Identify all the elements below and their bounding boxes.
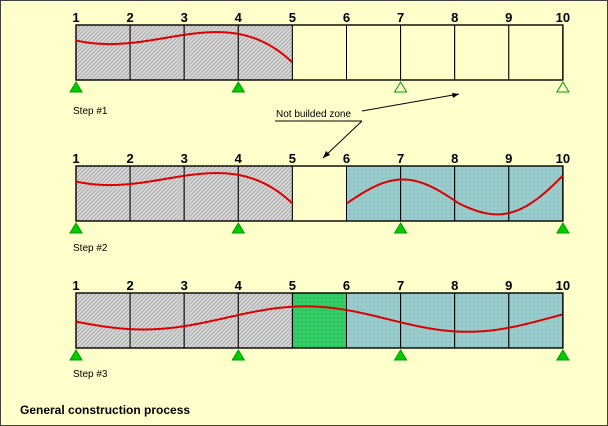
- beam-outline: [75, 292, 564, 349]
- segment-8-none: [454, 24, 510, 81]
- annotation-label: Not builded zone: [276, 109, 351, 120]
- segment-1-existing: [75, 165, 131, 222]
- node-label-7: 7: [397, 151, 404, 166]
- node-label-5: 5: [289, 278, 296, 293]
- node-label-5: 5: [289, 10, 296, 25]
- support-triangle-node-10: [556, 222, 570, 234]
- support-triangle-node-4: [231, 222, 246, 234]
- node-label-10: 10: [556, 10, 570, 25]
- node-label-7: 7: [397, 278, 404, 293]
- segment-7-none: [400, 24, 456, 81]
- support-triangle-node-1: [69, 222, 83, 234]
- support-triangle-node-1: [69, 349, 83, 361]
- segment-4-existing: [237, 292, 293, 349]
- annotation-arrow-2: [322, 120, 363, 159]
- support-triangle-node-1: [69, 81, 83, 93]
- step-label: Step #1: [73, 106, 108, 117]
- node-label-1: 1: [72, 278, 79, 293]
- node-label-1: 1: [72, 151, 79, 166]
- support-triangle-node-7: [393, 349, 408, 361]
- node-label-5: 5: [289, 151, 296, 166]
- node-label-9: 9: [505, 151, 512, 166]
- segment-6-new: [346, 165, 402, 222]
- segment-7-new: [400, 292, 456, 349]
- node-label-7: 7: [397, 10, 404, 25]
- segment-1-existing: [75, 24, 131, 81]
- segment-4-existing: [237, 24, 293, 81]
- segment-5-closure: [291, 292, 347, 349]
- node-label-4: 4: [235, 278, 243, 293]
- support-triangle-node-10: [556, 81, 570, 93]
- support-triangle-node-4: [231, 81, 246, 93]
- node-label-1: 1: [72, 10, 79, 25]
- node-label-8: 8: [451, 278, 458, 293]
- beam-outline: [75, 165, 564, 222]
- node-label-2: 2: [126, 151, 133, 166]
- node-label-2: 2: [126, 278, 133, 293]
- segment-1-existing: [75, 292, 131, 349]
- segment-9-new: [508, 165, 564, 222]
- node-label-4: 4: [235, 10, 243, 25]
- deflection-curve-left: [75, 172, 293, 204]
- beam-outline: [75, 24, 564, 81]
- step-label: Step #3: [73, 369, 108, 380]
- segment-9-none: [508, 24, 564, 81]
- node-label-3: 3: [181, 151, 188, 166]
- node-label-6: 6: [343, 10, 350, 25]
- node-label-2: 2: [126, 10, 133, 25]
- node-label-10: 10: [556, 151, 570, 166]
- segment-4-existing: [237, 165, 293, 222]
- annotation-arrowhead-1: [452, 93, 459, 98]
- step-label: Step #2: [73, 243, 108, 254]
- node-label-4: 4: [235, 151, 243, 166]
- annotation-arrowhead-2: [323, 151, 330, 158]
- segment-5-none: [291, 24, 347, 81]
- segment-2-existing: [129, 292, 185, 349]
- deflection-curve: [345, 175, 564, 216]
- node-label-8: 8: [451, 10, 458, 25]
- segment-8-new: [454, 292, 510, 349]
- node-label-10: 10: [556, 278, 570, 293]
- annotation-arrow-1: [361, 93, 460, 112]
- diagram-title: General construction process: [20, 403, 190, 417]
- node-label-3: 3: [181, 10, 188, 25]
- segment-5-none: [291, 165, 347, 222]
- support-triangle-node-4: [231, 349, 246, 361]
- support-triangle-node-7: [393, 81, 408, 93]
- segment-6-none: [346, 24, 402, 81]
- support-triangle-node-10: [556, 349, 570, 361]
- segment-2-existing: [129, 24, 185, 81]
- deflection-curve: [75, 305, 563, 333]
- support-triangle-node-7: [393, 222, 408, 234]
- node-label-3: 3: [181, 278, 188, 293]
- node-label-8: 8: [451, 151, 458, 166]
- node-label-6: 6: [343, 278, 350, 293]
- segment-7-new: [400, 165, 456, 222]
- node-label-9: 9: [505, 278, 512, 293]
- deflection-curve: [75, 31, 293, 63]
- segment-9-new: [508, 292, 564, 349]
- node-label-6: 6: [343, 151, 350, 166]
- segment-2-existing: [129, 165, 185, 222]
- node-label-9: 9: [505, 10, 512, 25]
